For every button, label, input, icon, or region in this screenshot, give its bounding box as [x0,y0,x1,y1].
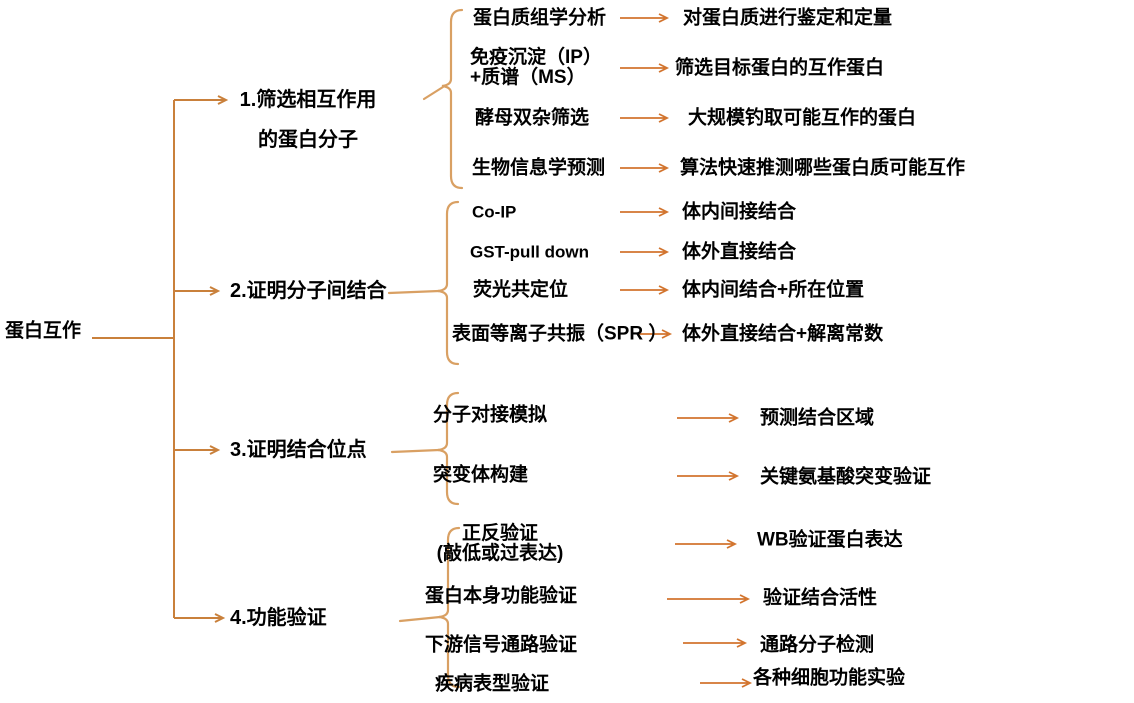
branch4-brace-link [398,615,442,623]
method-node: 生物信息学预测 [472,157,606,179]
branch3-arrow [174,445,221,455]
method-line2: (敲低或过表达) [436,543,564,564]
branch3-label: 3.证明结合位点 [230,439,367,461]
method-node: 蛋白本身功能验证 [425,585,578,607]
method-node: 蛋白质组学分析 [473,7,607,29]
branch1-label: 1.筛选相互作用 的蛋白分子 [238,80,378,160]
method-node: 表面等离子共振（SPR ） [452,323,668,345]
branch4-label: 4.功能验证 [230,607,327,629]
root-node: 蛋白互作 [5,320,82,342]
method-node: 酵母双杂筛选 [475,107,590,129]
branch3-brace [437,391,460,506]
result-node: 验证结合活性 [763,587,878,609]
branch2-arrow [174,286,221,296]
branch1-label-line1: 1.筛选相互作用 [239,89,377,111]
result-node: 通路分子检测 [760,634,875,656]
item-arrow [620,63,670,73]
branch2-brace [437,200,460,366]
method-node: 分子对接模拟 [433,404,548,426]
method-node: GST-pull down [470,242,589,262]
result-node: 体内间结合+所在位置 [682,279,865,301]
branch2-label: 2.证明分子间结合 [230,280,387,302]
branch4-brace [438,526,461,689]
method-node: 荧光共定位 [473,279,569,301]
result-node: 体内间接结合 [682,201,797,223]
item-arrow [637,329,673,339]
branch2-brace-link [387,289,441,295]
branch1-brace [441,8,464,190]
item-arrow [675,539,738,549]
item-arrow [677,413,740,423]
item-arrow [677,471,740,481]
branch1-arrow [174,95,229,105]
result-node: 筛选目标蛋白的互作蛋白 [675,57,885,79]
method-node: 疾病表型验证 [435,673,550,695]
trunk-lines [92,95,229,623]
item-arrow [683,638,748,648]
item-arrow [620,247,670,257]
result-node: WB验证蛋白表达 [757,529,903,551]
method-line1: 免疫沉淀（IP） [470,47,602,68]
item-arrow [700,678,753,688]
result-node: 预测结合区域 [760,407,875,429]
result-node: 体外直接结合 [682,241,797,263]
method-node: Co-IP [472,202,517,222]
branch4-arrow [174,613,226,623]
braces [387,8,464,689]
branch1-brace-link [422,85,445,101]
result-node: 关键氨基酸突变验证 [760,466,932,488]
method-line2: +质谱（MS） [470,67,586,88]
result-node: 算法快速推测哪些蛋白质可能互作 [680,157,966,179]
branch3-brace-link [390,448,441,454]
item-arrow [667,594,751,604]
item-arrow [620,113,670,123]
method-node: 突变体构建 [433,464,529,486]
method-node: 免疫沉淀（IP） +质谱（MS） [470,48,602,88]
method-node: 正反验证 (敲低或过表达) [425,524,575,564]
result-node: 体外直接结合+解离常数 [682,323,884,345]
item-arrow [620,207,670,217]
result-node: 大规模钓取可能互作的蛋白 [688,107,917,129]
method-node: 下游信号通路验证 [425,634,578,656]
item-arrow [620,163,670,173]
result-node: 各种细胞功能实验 [753,667,906,689]
result-node: 对蛋白质进行鉴定和定量 [683,7,893,29]
item-arrow [620,285,670,295]
item-arrow [620,13,670,23]
item-arrows [620,13,753,688]
method-line1: 正反验证 [461,523,538,544]
branch1-label-line2: 的蛋白分子 [258,129,358,151]
